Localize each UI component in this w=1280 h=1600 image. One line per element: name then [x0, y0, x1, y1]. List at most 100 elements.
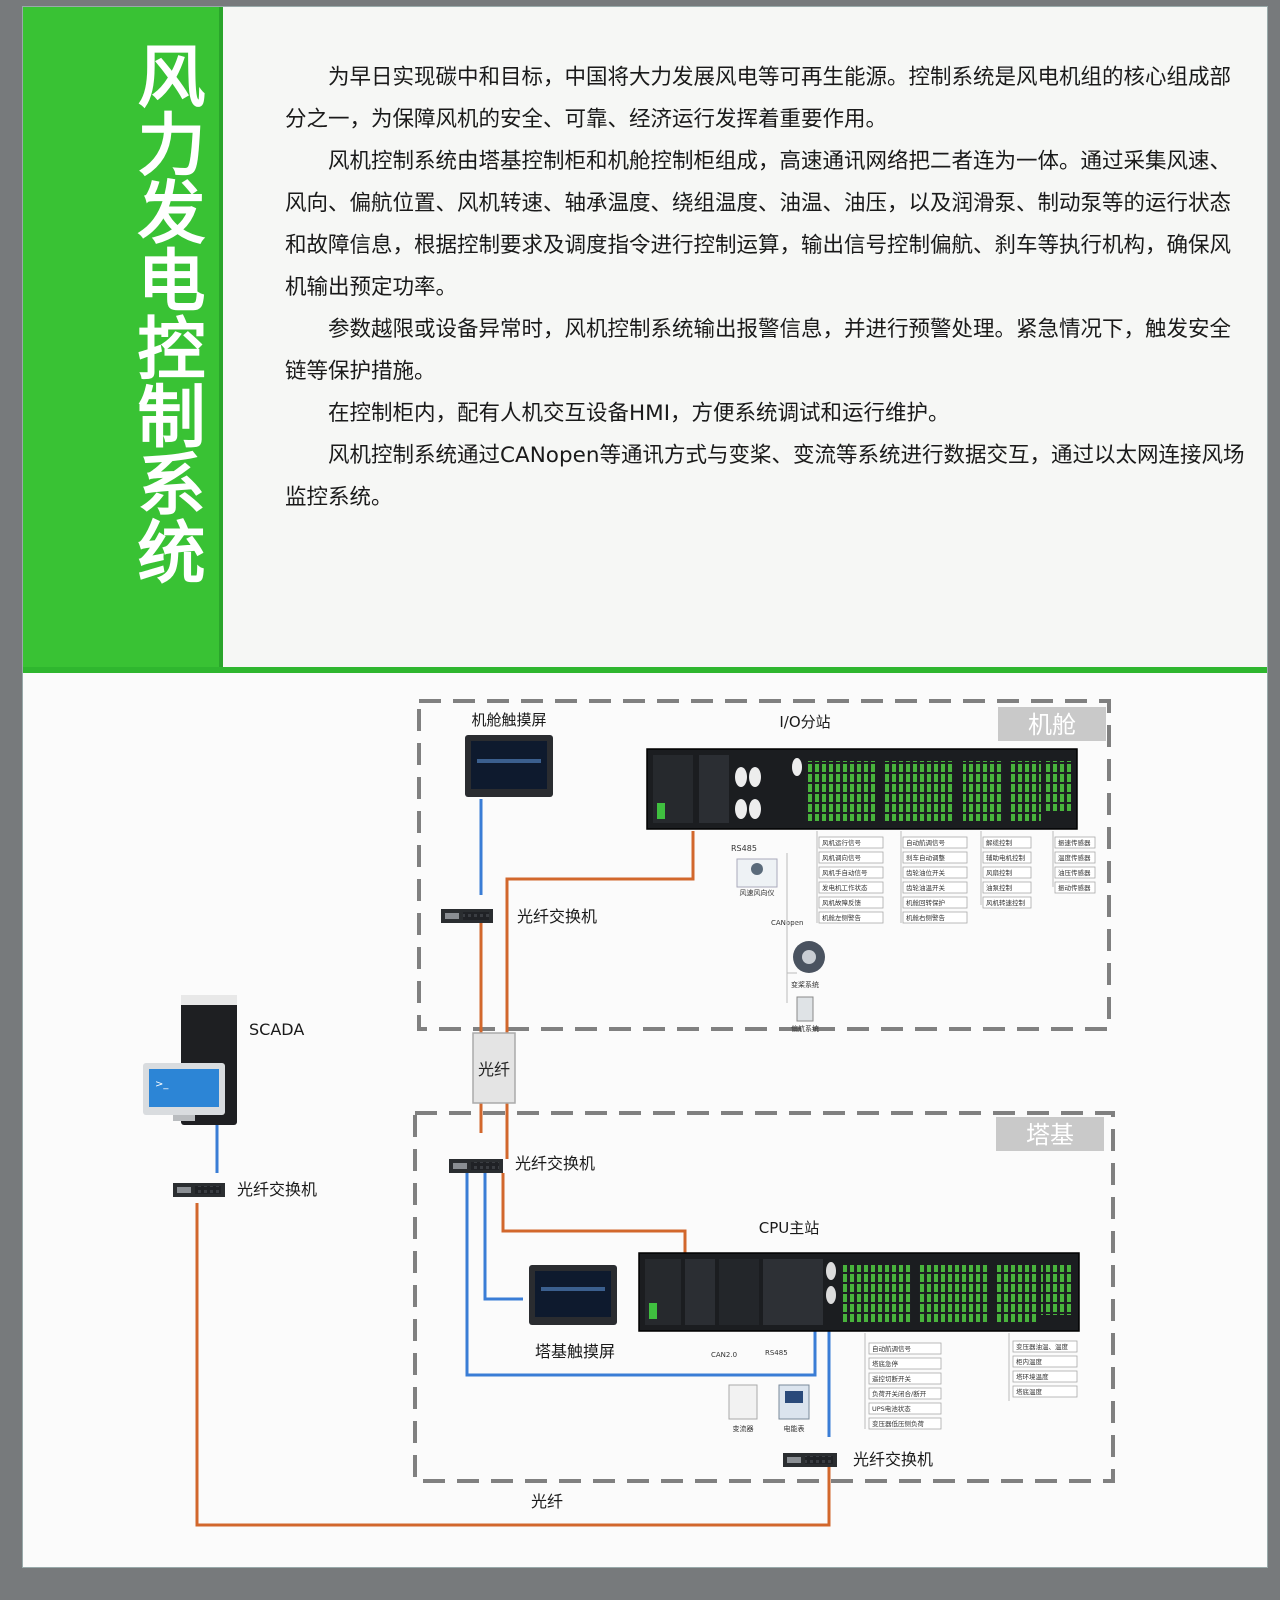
signal-box [902, 866, 968, 879]
nacelle-switch-label: 光纤交换机 [517, 907, 597, 926]
signal-label: 变压器油温、温度 [1016, 1342, 1069, 1351]
signal-box [868, 1372, 942, 1385]
signal-label: 变压器低压侧负荷 [872, 1419, 925, 1428]
signal-box [1054, 881, 1096, 894]
signal-box [818, 836, 884, 849]
fiber-block: 光纤 [472, 1032, 516, 1104]
signal-box [818, 911, 884, 924]
signal-box [982, 866, 1032, 879]
signal-box [868, 1402, 942, 1415]
signal-box [818, 881, 884, 894]
diagram-canvas: 机舱 塔基 [143, 699, 1115, 1527]
intro-paragraph: 参数越限或设备异常时，风机控制系统输出报警信息，并进行预警处理。紧急情况下，触发… [285, 317, 1232, 384]
tower-zone-label: 塔基 [1026, 1121, 1074, 1149]
device-label: 风速风向仪 [740, 888, 775, 897]
tower-fiber-switch: 光纤交换机 [449, 1154, 595, 1173]
signal-label: 风扇控制 [986, 868, 1013, 877]
bottom-fiber-label: 光纤 [531, 1492, 563, 1511]
tower-touchscreen-label: 塔基触摸屏 [535, 1342, 615, 1361]
signal-box [868, 1417, 942, 1430]
signal-label: 油泵控制 [986, 883, 1013, 892]
signal-box [982, 851, 1032, 864]
section-divider [23, 667, 1267, 673]
nacelle-zone: 机舱 [417, 699, 1111, 1031]
scada-station: >_ SCADA 光纤交换机 [143, 995, 317, 1199]
signal-box [1012, 1370, 1078, 1383]
signal-label: 风机调向信号 [822, 853, 862, 862]
intro-paragraph: 风机控制系统由塔基控制柜和机舱控制柜组成，高速通讯网络把二者连为一体。通过采集风… [285, 149, 1232, 300]
signal-label: 塔底温度 [1016, 1387, 1043, 1396]
signal-box [902, 851, 968, 864]
signal-label: 柜内温度 [1016, 1357, 1043, 1366]
signal-box [982, 881, 1032, 894]
intro-text: 为早日实现碳中和目标，中国将大力发展风电等可再生能源。控制系统是风电机组的核心组… [285, 57, 1245, 519]
tower-bottom-fiber-switch: 光纤交换机 [783, 1450, 933, 1469]
signal-label: 发电机工作状态 [822, 883, 868, 892]
ethernet-cable [465, 1173, 817, 1377]
signal-label: 辅助电机控制 [986, 853, 1026, 862]
scada-switch-label: 光纤交换机 [237, 1180, 317, 1199]
signal-box [902, 911, 968, 924]
signal-label: 负荷开关闭合/断开 [872, 1389, 927, 1398]
signal-label: 自动航调信号 [906, 838, 946, 847]
signal-label: 振速传感器 [1058, 838, 1091, 847]
signal-box [868, 1387, 942, 1400]
signal-box [1012, 1355, 1078, 1368]
signal-box [902, 836, 968, 849]
intro-paragraph: 风机控制系统通过CANopen等通讯方式与变桨、变流等系统进行数据交互，通过以太… [285, 443, 1245, 510]
signal-label: 齿轮油位开关 [906, 868, 946, 877]
nacelle-signal-lists: 风机运行信号风机调向信号风机手自动信号发电机工作状态风机故障反馈机舱左侧警告自动… [818, 836, 1096, 924]
signal-label: 风机转速控制 [986, 898, 1026, 907]
signal-label: UPS电池状态 [872, 1404, 911, 1413]
signal-box [1054, 866, 1096, 879]
device-label: 变桨系统 [791, 980, 819, 989]
signal-box [902, 896, 968, 909]
fiber-block-label: 光纤 [478, 1060, 510, 1079]
signal-box [902, 881, 968, 894]
cpu-station-label: CPU主站 [759, 1219, 820, 1237]
device-label: 偏航系统 [791, 1024, 819, 1033]
rs485-label: RS485 [731, 844, 757, 853]
signal-box [868, 1357, 942, 1370]
nacelle-zone-label: 机舱 [1028, 711, 1076, 739]
nacelle-fiber-switch: 光纤交换机 [441, 907, 597, 926]
signal-label: 温度传感器 [1058, 853, 1091, 862]
fiber-cable [501, 1173, 687, 1253]
device-label: 变流器 [733, 1424, 754, 1433]
tower-zone: 塔基 [413, 1111, 1115, 1483]
io-station-label: I/O分站 [779, 713, 830, 731]
signal-box [1012, 1385, 1078, 1398]
tower-field-devices: CAN2.0 RS485 变流器 电能表 自动航调信号塔底急停遥控切断开关负荷开… [711, 1333, 1078, 1433]
signal-box [982, 836, 1032, 849]
title-band: 风力发电控制系统 [23, 7, 223, 667]
tower-switch-label: 光纤交换机 [515, 1154, 595, 1173]
signal-box [1054, 851, 1096, 864]
board-title: 风力发电控制系统 [125, 41, 204, 585]
signal-label: 振动传感器 [1058, 883, 1091, 892]
rs485-label: RS485 [765, 1349, 788, 1357]
can-label: CAN2.0 [711, 1351, 737, 1359]
intro-paragraph: 在控制柜内，配有人机交互设备HMI，方便系统调试和运行维护。 [328, 401, 950, 426]
signal-label: 解缆控制 [986, 838, 1013, 847]
signal-box [818, 896, 884, 909]
signal-box [1054, 836, 1096, 849]
signal-box [1012, 1340, 1078, 1353]
signal-box [818, 851, 884, 864]
signal-box [818, 866, 884, 879]
nacelle-field-devices: RS485 风速风向仪 CANopen 变桨系统 偏航系统 风机运行信号风机调向… [731, 831, 1096, 1033]
signal-label: 机舱左侧警告 [822, 913, 862, 922]
tower-signal-lists: 自动航调信号塔底急停遥控切断开关负荷开关闭合/断开UPS电池状态变压器低压侧负荷… [868, 1340, 1078, 1430]
signal-label: 塔环境温度 [1016, 1372, 1049, 1381]
signal-label: 风机运行信号 [822, 838, 862, 847]
signal-box [982, 896, 1032, 909]
display-board: 风力发电控制系统 为早日实现碳中和目标，中国将大力发展风电等可再生能源。控制系统… [22, 6, 1268, 1568]
signal-label: 刹车自动调整 [906, 853, 946, 862]
signal-label: 遥控切断开关 [872, 1374, 912, 1383]
scada-label: SCADA [249, 1020, 304, 1039]
signal-label: 机舱右侧警告 [906, 913, 946, 922]
nacelle-touchscreen: 机舱触摸屏 [465, 711, 553, 797]
signal-label: 自动航调信号 [872, 1344, 912, 1353]
signal-label: 机舱回转保护 [906, 898, 945, 907]
ethernet-cable [483, 1173, 523, 1301]
fiber-cable [505, 831, 695, 1033]
